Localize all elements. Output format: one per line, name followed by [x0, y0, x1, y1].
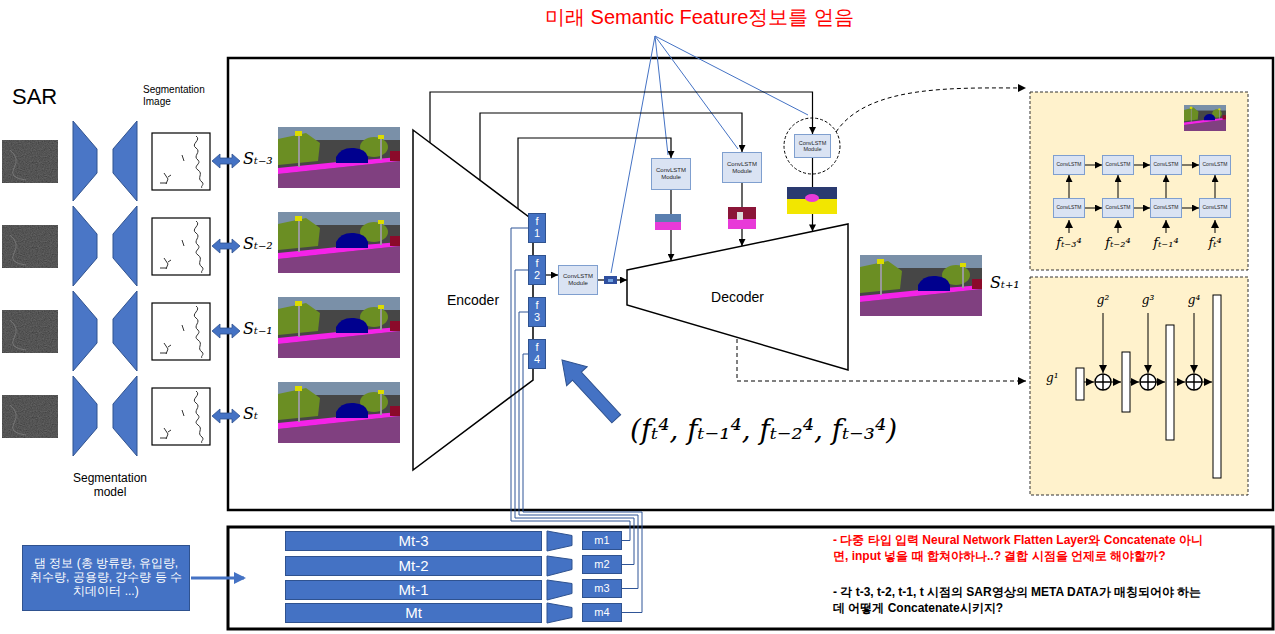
connector-arrow — [1215, 175, 1216, 198]
node-text: Mt-3 — [399, 532, 429, 549]
node-text: ConvLSTM — [1202, 162, 1227, 168]
decoder-block: Decoder — [627, 224, 848, 370]
signal-label: g³ — [1142, 294, 1155, 308]
formula-label: (fₜ⁴, fₜ₋₁⁴, fₜ₋₂⁴, fₜ₋₃⁴) — [630, 414, 897, 446]
node-text: ConvLSTM — [1153, 162, 1178, 168]
funnel-connector — [547, 580, 572, 600]
feature-box: f 1 — [528, 213, 546, 243]
node-text: Mt — [405, 604, 422, 621]
convlstm-cell: ConvLSTM — [1053, 155, 1085, 175]
node-text: f 3 — [534, 300, 540, 323]
connector-arrow — [430, 92, 813, 143]
input-label: fₜ₋₁⁴ — [1153, 236, 1178, 251]
node-text: Mt-2 — [399, 557, 429, 574]
feature-box: f 2 — [528, 255, 546, 285]
metadata-vector: m3 — [582, 579, 622, 598]
sequence-label: Sₜ₋₁ — [243, 320, 273, 338]
connector-arrow — [1085, 165, 1102, 166]
connector-arrow — [1085, 208, 1102, 209]
metadata-bar: Mt — [285, 603, 542, 623]
metadata-vector: m1 — [582, 531, 622, 550]
convlstm-cell: ConvLSTM — [1199, 155, 1231, 175]
feature-box: f 3 — [528, 297, 546, 327]
sequence-label: Sₜ₋₃ — [243, 150, 273, 168]
node-text: m4 — [594, 606, 609, 619]
input-title: SAR — [12, 84, 57, 109]
connector-arrow — [1134, 208, 1150, 209]
output-label: Sₜ₊₁ — [990, 274, 1020, 292]
convlstm-box: ConvLSTM Module — [722, 152, 762, 183]
funnel-connector — [547, 556, 572, 576]
signal-label: g⁴ — [1188, 294, 1201, 308]
connector-arrow — [1069, 175, 1070, 198]
node-text: m3 — [594, 582, 609, 595]
node-text: ConvLSTM — [1056, 205, 1081, 211]
node-text: ConvLSTM Module — [652, 167, 690, 181]
convlstm-cell: ConvLSTM — [1102, 198, 1134, 218]
node-text: Decoder — [711, 289, 764, 305]
node-text: ConvLSTM — [1153, 205, 1178, 211]
convlstm-cell: ConvLSTM — [1199, 198, 1231, 218]
note-text: - 다중 타입 입력 Neural Network Flatten Layer와… — [833, 533, 1213, 564]
node-text: ConvLSTM Module — [795, 140, 830, 153]
connector-arrow — [518, 138, 671, 209]
connector-arrow — [1182, 165, 1199, 166]
column-title: Segmentation Image — [143, 84, 223, 108]
convlstm-cell: ConvLSTM — [1102, 155, 1134, 175]
node-text: Encoder — [447, 292, 499, 308]
note-text: - 각 t-3, t-2, t-1, t 시점의 SAR영상의 META DAT… — [833, 585, 1213, 616]
sequence-label: Sₜ — [243, 405, 258, 423]
metadata-bar: Mt-1 — [285, 580, 542, 600]
node-text: ConvLSTM — [1202, 205, 1227, 211]
convlstm-box: ConvLSTM Module — [794, 134, 831, 158]
convlstm-box: ConvLSTM Module — [558, 265, 598, 295]
feature-box: f 4 — [528, 339, 546, 369]
node-text: m1 — [594, 534, 609, 547]
convlstm-cell: ConvLSTM — [1150, 155, 1182, 175]
metadata-bar: Mt-3 — [285, 531, 542, 551]
node-text: ConvLSTM — [1056, 162, 1081, 168]
connector-arrow — [480, 113, 742, 180]
signal-label: g¹ — [1046, 372, 1059, 386]
metadata-vector: m2 — [582, 555, 622, 574]
node-text: f 2 — [534, 258, 540, 281]
convlstm-cell: ConvLSTM — [1053, 198, 1085, 218]
input-label: fₜ₋₃⁴ — [1056, 236, 1081, 251]
node-text: Mt-1 — [399, 581, 429, 598]
node-text: ConvLSTM Module — [559, 273, 597, 287]
caption-label: Segmentation model — [65, 472, 155, 500]
sequence-label: Sₜ₋₂ — [243, 235, 273, 253]
node-text: f 1 — [534, 216, 540, 239]
funnel-connector — [547, 531, 572, 551]
node-text: 댐 정보 (총 방류량, 유입량, 취수량, 공용량, 강수량 등 수치데이터 … — [29, 557, 183, 598]
convlstm-cell: ConvLSTM — [1150, 198, 1182, 218]
data-source-box: 댐 정보 (총 방류량, 유입량, 취수량, 공용량, 강수량 등 수치데이터 … — [22, 545, 190, 611]
connector-arrow — [546, 274, 558, 275]
node-text: ConvLSTM — [1105, 205, 1130, 211]
input-label: fₜ₋₂⁴ — [1105, 236, 1130, 251]
node-text: ConvLSTM — [1105, 162, 1130, 168]
callout-title: 미래 Semantic Feature정보를 얻음 — [545, 6, 854, 29]
metadata-vector: m4 — [582, 603, 622, 622]
connector-arrow — [1166, 175, 1167, 198]
connector-arrow — [511, 228, 630, 541]
metadata-bar: Mt-2 — [285, 556, 542, 576]
connector-arrow — [1182, 208, 1199, 209]
node-text: ConvLSTM Module — [723, 161, 761, 175]
connector-arrow — [515, 270, 634, 565]
connector-arrow — [1134, 165, 1150, 166]
encoder-block: Encoder — [413, 130, 533, 470]
signal-label: g² — [1097, 294, 1110, 308]
node-text: f 4 — [534, 342, 540, 365]
node-text: m2 — [594, 558, 609, 571]
convlstm-box: ConvLSTM Module — [651, 158, 691, 190]
funnel-connector — [547, 603, 572, 623]
input-label: fₜ⁴ — [1208, 236, 1221, 251]
connector-arrow — [1118, 175, 1119, 198]
